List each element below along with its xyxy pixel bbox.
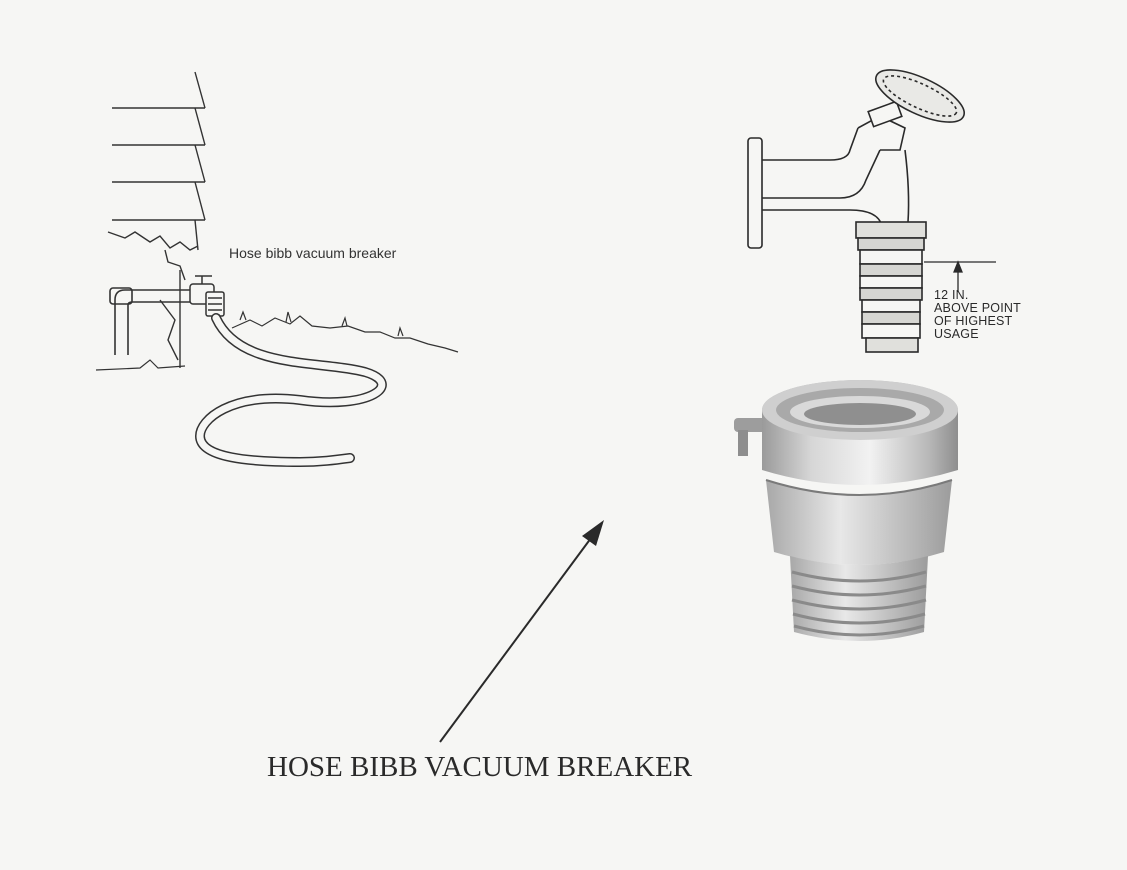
dimension-note: 12 IN. ABOVE POINT OF HIGHEST USAGE — [934, 289, 1021, 341]
callout-label: Hose bibb vacuum breaker — [229, 245, 397, 261]
ground-grass-illustration — [95, 310, 459, 371]
dimension-note-line: OF HIGHEST — [934, 314, 1013, 328]
faucet-icon — [189, 275, 225, 317]
dimension-note-line: 12 IN. — [934, 288, 969, 302]
vacuum-breaker-product-image — [734, 380, 958, 641]
diagram-caption: HOSE BIBB VACUUM BREAKER — [267, 751, 693, 783]
garden-hose-illustration — [194, 313, 387, 468]
dimension-marker — [924, 260, 996, 292]
wall-pipe-illustration — [109, 287, 190, 355]
pointer-arrow — [439, 520, 604, 743]
dimension-note-line: ABOVE POINT — [934, 301, 1021, 315]
dimension-note-line: USAGE — [934, 327, 979, 341]
house-siding-illustration — [107, 71, 206, 368]
faucet-with-breaker-illustration — [747, 69, 965, 353]
